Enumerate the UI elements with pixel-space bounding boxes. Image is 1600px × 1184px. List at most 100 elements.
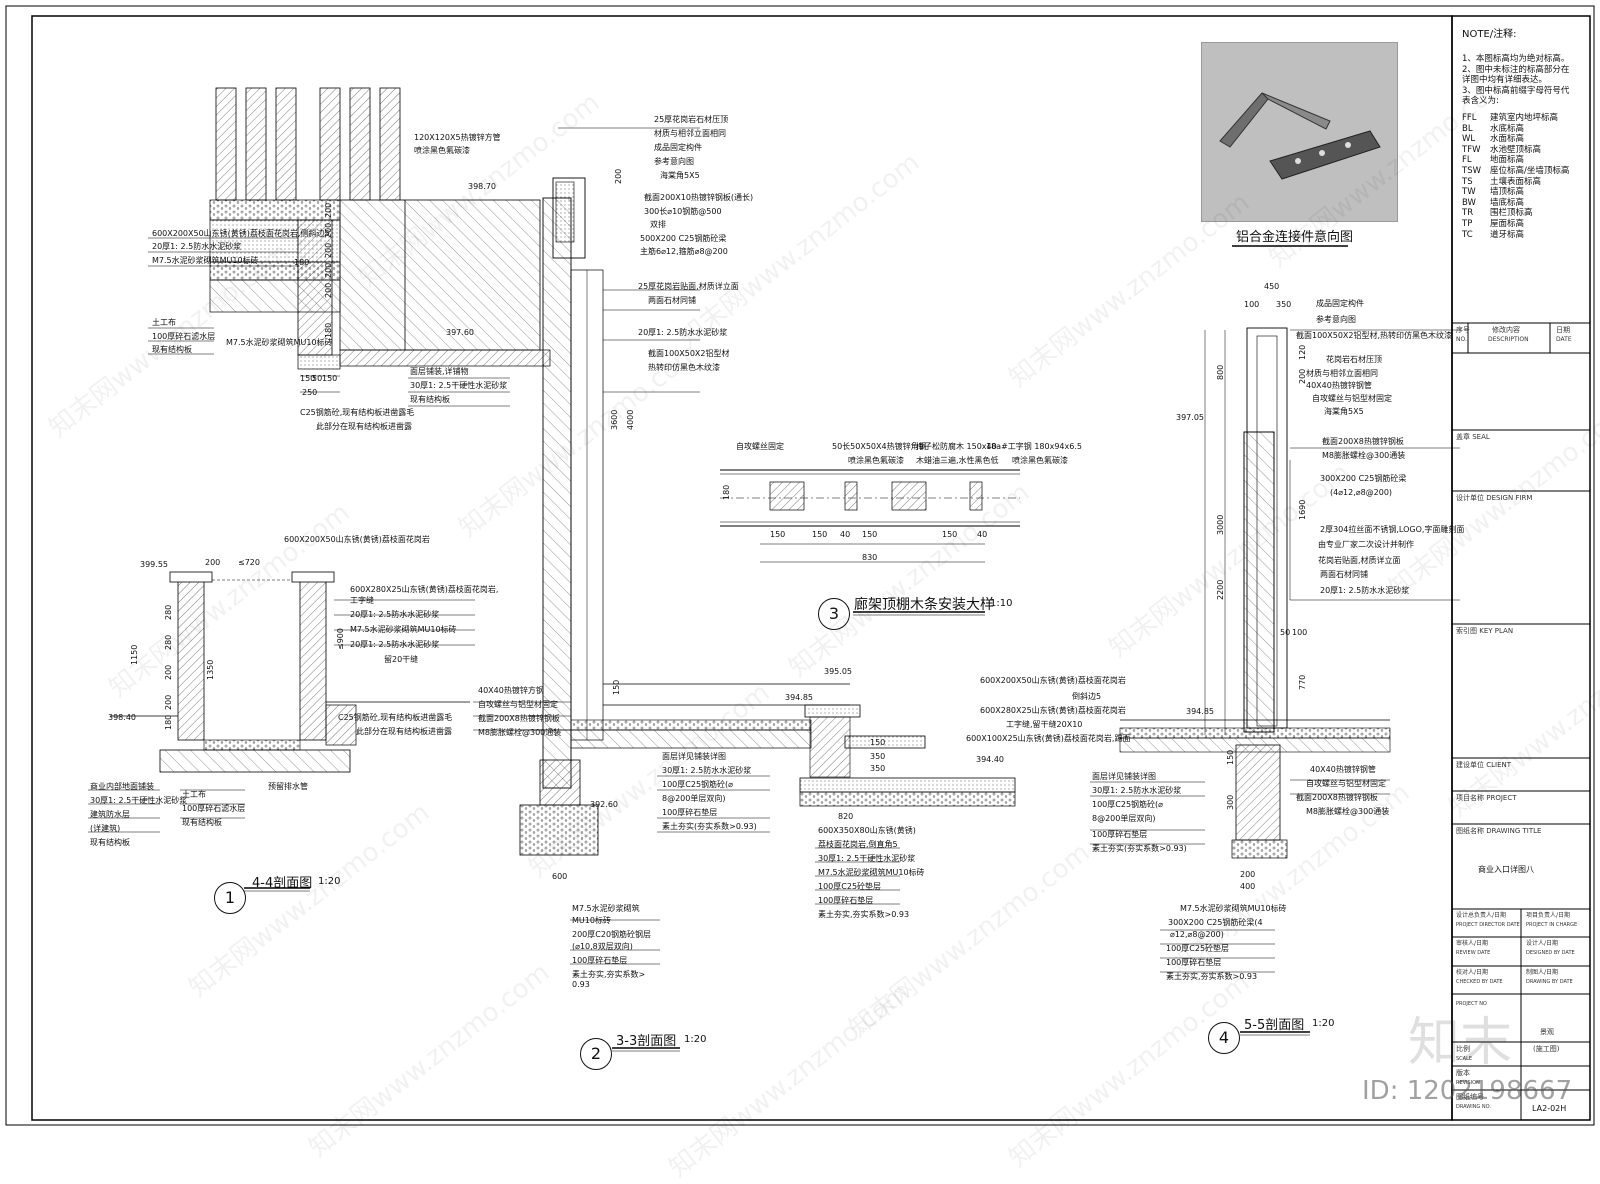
note-line: 详图中均有详细表达。 [1462, 75, 1548, 86]
section-44-planter-drawing [110, 571, 470, 773]
note-code: TW [1462, 187, 1476, 198]
section-4-label: 2厚304拉丝面不锈钢,LOGO,字面雕刻面 [1320, 525, 1465, 534]
section-2-label: 100厚C25钢筋砼(⌀ [662, 780, 733, 789]
section-3-dim: 150 [942, 530, 958, 539]
section-4-label: 100厚C25砼垫层 [1166, 944, 1230, 953]
section-44-label: 100厚碎石滤水层 [182, 804, 246, 813]
section-step-label: 倒斜边5 [1072, 692, 1102, 701]
section-1-label: 现有结构板 [152, 345, 192, 354]
section-2-label: 0.93 [572, 980, 590, 989]
note-code: BL [1462, 123, 1473, 134]
section-4-label: 40X40热镀锌钢管 [1306, 381, 1372, 390]
section-1-number: 1 [214, 882, 246, 914]
section-1-label: 面层铺装,详铺物 [410, 367, 469, 376]
section-1-label: M7.5水泥砂浆砌筑MU10标砖 [152, 256, 259, 265]
scale-label-en: SCALE [1456, 1056, 1473, 1062]
section-3-dim: 150 [770, 530, 786, 539]
section-44-label: 现有结构板 [90, 838, 130, 847]
section-44-dim: 200 [205, 558, 221, 567]
section-44-elevation: 398.40 [108, 713, 136, 722]
section-2-dim: 200 [614, 168, 623, 184]
logo-text: 知末 [1408, 1013, 1513, 1073]
section-44-label: 30厚1: 2.5干硬性水泥砂浆 [90, 796, 188, 805]
drawer-label-en: DRAWING BY DATE [1526, 979, 1573, 985]
section-3-label: 木蜡油三遍,水性黑色低 [916, 456, 999, 465]
section-2-scale: 1:20 [684, 1034, 707, 1045]
section-4-label: 截面200X8热镀锌钢板 [1296, 793, 1378, 802]
section-2-label: 成品固定构件 [654, 143, 702, 152]
section-2-label: 8@200单层双向) [662, 794, 726, 803]
section-2-dim: 150 [612, 679, 621, 695]
director-label-en: PROJECT DIRECTOR DATE [1456, 922, 1520, 928]
section-1-drawing [209, 87, 551, 393]
designer-label-en: DESIGNED BY DATE [1526, 950, 1575, 956]
section-2-label: 主筋6⌀12,箍筋⌀8@200 [640, 247, 728, 256]
rev-content-label: 修改内容 [1492, 326, 1520, 334]
section-44-label: 建筑防水层 [90, 810, 130, 819]
scale-label: 比例 [1456, 1045, 1470, 1053]
note-code: TSW [1462, 166, 1481, 176]
section-1-dim: 150 [322, 374, 338, 383]
section-44-dim: 200 [164, 694, 173, 710]
section-1-label: 600X200X50山东锈(黄锈)荔枝面花岗岩,侧斜边5 [152, 229, 330, 238]
section-2-number: 2 [580, 1038, 612, 1070]
section-2-label: M7.5水泥砂浆砌筑 [572, 904, 640, 913]
section-4-label: 由专业厂家二次设计并制作 [1318, 540, 1414, 549]
section-3-dim: 150 [812, 530, 828, 539]
section-44-label: M7.5水泥砂浆砌筑MU10标砖 [350, 625, 457, 634]
drawing-no-label: 图纸编号 [1456, 1093, 1484, 1101]
rev-date-label-en: DATE [1556, 336, 1572, 343]
rev-no-label: 序号 [1456, 326, 1470, 334]
section-2-label: (⌀10,8双层双向) [572, 942, 633, 951]
checker-label: 校对人/日期 [1456, 969, 1489, 976]
connector-photo [1201, 42, 1398, 222]
checker-label-en: CHECKED BY DATE [1456, 979, 1503, 985]
section-4-label: 100厚碎石垫层 [1166, 958, 1222, 967]
section-2-label: 面层详见铺装详图 [662, 752, 726, 761]
section-3-label: 自攻螺丝固定 [736, 442, 784, 451]
section-2-label: 两面石材同铺 [648, 296, 696, 305]
seal-label: 盖章 SEAL [1456, 433, 1490, 441]
note-code-desc: 水池壁顶标高 [1490, 144, 1542, 155]
section-1-dim: 250 [302, 388, 318, 397]
section-3-label: 樟子松防腐木 150x40 [916, 442, 997, 451]
note-code: TFW [1462, 144, 1481, 155]
section-3-dim: 40 [977, 530, 988, 539]
section-44-label: 此部分在现有结构板进凿露 [356, 727, 452, 736]
section-2-label: MU10标砖 [572, 916, 611, 925]
section-44-label: 20厚1: 2.5防水水泥砂浆 [350, 610, 440, 619]
section-44-label: C25钢筋砼,现有结构板进凿露毛 [338, 713, 453, 722]
section-step-dim: 350 [870, 764, 886, 773]
section-4-dim: 400 [1240, 882, 1256, 891]
section-step-label: 素土夯实,夯实系数>0.93 [818, 910, 910, 919]
section-4-label: 截面200X8热镀锌钢板 [1322, 437, 1404, 446]
section-1-dim: 200 [324, 242, 333, 258]
drawing-title-label: 图纸名称 DRAWING TITLE [1456, 827, 1542, 835]
section-step-label: 30厚1: 2.5干硬性水泥砂浆 [818, 854, 916, 863]
section-4-label: 成品固定构件 [1316, 299, 1364, 308]
section-3-dim: 830 [862, 553, 878, 562]
section-4-label: 海棠角5X5 [1324, 407, 1364, 416]
note-code-desc: 地面标高 [1490, 155, 1525, 166]
section-1-label: 20厚1: 2.5防水水泥砂浆 [152, 242, 242, 251]
section-4-label: 自攻螺丝与铝型材固定 [1312, 394, 1392, 403]
section-44-label: 工字缝 [350, 596, 374, 605]
section-4-dim: 100 [1244, 300, 1260, 309]
section-4-dim: 120 [1298, 344, 1307, 360]
note-code-desc: 座位标高/坐墙顶标高 [1490, 166, 1570, 176]
drawing-name: 商业入口详图八 [1478, 865, 1534, 874]
rev-content-label-en: DESCRIPTION [1488, 336, 1529, 343]
section-1-label: 土工布 [152, 318, 176, 327]
section-4-label: 素土夯实(夯实系数>0.93) [1092, 844, 1187, 853]
section-2-title: 3-3剖面图 [616, 1034, 677, 1049]
section-1-label: 120X120X5热镀锌方管 [414, 133, 501, 142]
note-code-desc: 围栏顶标高 [1490, 208, 1533, 219]
note-line: 2、图中未标注的标高部分在 [1462, 64, 1570, 75]
section-3-dim: 40 [840, 530, 851, 539]
section-4-dim: 200 [1298, 368, 1307, 384]
section-step-label: 600X200X50山东锈(黄锈)荔枝面花岗岩 [980, 676, 1126, 685]
note-code: FL [1462, 155, 1472, 166]
note-code-desc: 建筑室内地坪标高 [1490, 113, 1559, 123]
section-44-dim: 1350 [206, 659, 215, 680]
section-3-label: 18a#工字钢 180x94x6.5 [986, 442, 1082, 451]
